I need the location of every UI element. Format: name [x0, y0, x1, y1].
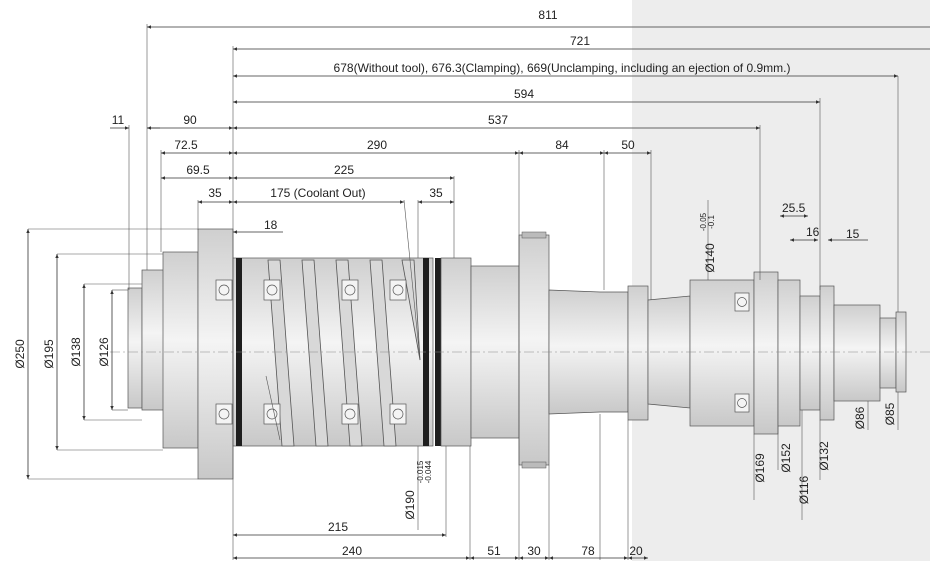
- dim-175-coolant-out: 175 (Coolant Out): [270, 186, 365, 200]
- dia-152: Ø152: [779, 443, 793, 473]
- dim-537: 537: [488, 113, 508, 127]
- rear-flange: [162, 251, 199, 449]
- dim-811: 811: [538, 8, 557, 22]
- bearing-symbols: [215, 279, 407, 425]
- dia-190-tol-lower: -0.044: [424, 460, 433, 483]
- dim-72-5: 72.5: [174, 138, 198, 152]
- dim-25-5: 25.5: [782, 201, 806, 215]
- dia-190: Ø190: [403, 490, 417, 520]
- coolant-spiral: [267, 259, 421, 447]
- dim-51: 51: [487, 544, 501, 558]
- dim-16: 16: [806, 225, 820, 239]
- rear-flange-169: [753, 271, 779, 435]
- dim-721: 721: [570, 34, 590, 48]
- dim-90: 90: [183, 113, 197, 127]
- rear-ring-132: [819, 285, 835, 421]
- dia-250: Ø250: [13, 339, 27, 369]
- dia-190-tol-upper: -0.015: [416, 460, 425, 483]
- dim-678-tool-note: 678(Without tool), 676.3(Clamping), 669(…: [334, 61, 791, 75]
- dia-140: Ø140: [703, 243, 717, 273]
- dia-169: Ø169: [753, 453, 767, 483]
- dim-215: 215: [328, 520, 348, 534]
- rear-plate: [141, 269, 165, 411]
- dia-86: Ø86: [853, 406, 867, 429]
- dia-85: Ø85: [883, 402, 897, 425]
- dim-11: 11: [112, 113, 125, 127]
- rotary-joint: [879, 317, 897, 389]
- shaft-collar: [627, 285, 649, 421]
- dim-594: 594: [514, 87, 534, 101]
- flange-teeth-top: [521, 231, 547, 239]
- dim-240: 240: [342, 544, 362, 558]
- diameter-lines: [26, 199, 899, 530]
- dim-84: 84: [555, 138, 569, 152]
- dim-35-left: 35: [208, 186, 222, 200]
- dim-225: 225: [334, 163, 354, 177]
- spindle-body: [110, 228, 930, 480]
- dim-20: 20: [629, 544, 643, 558]
- rear-shaft: [833, 304, 881, 402]
- dim-30: 30: [527, 544, 541, 558]
- dim-69-5: 69.5: [186, 163, 210, 177]
- rear-ring-152: [777, 279, 801, 427]
- dia-132: Ø132: [817, 441, 831, 471]
- dia-195: Ø195: [42, 339, 56, 369]
- extension-lines: [128, 24, 899, 560]
- dimension-lines: [110, 25, 930, 560]
- dia-126: Ø126: [97, 337, 111, 367]
- dia-140-tol-upper: -0.05: [699, 212, 708, 231]
- mounting-flange: [518, 234, 550, 466]
- front-flange-250: [197, 228, 234, 480]
- dim-290: 290: [367, 138, 387, 152]
- rear-cap: [127, 287, 143, 409]
- dia-138: Ø138: [69, 337, 83, 367]
- dim-78: 78: [581, 544, 595, 558]
- dia-140-tol-lower: -0.1: [707, 215, 716, 229]
- dim-35-right: 35: [429, 186, 443, 200]
- rear-ring-116: [799, 295, 821, 411]
- dia-116: Ø116: [797, 475, 811, 504]
- dim-18: 18: [264, 218, 278, 232]
- dim-50: 50: [621, 138, 635, 152]
- dim-15: 15: [846, 227, 860, 241]
- flange-teeth-bottom: [521, 461, 547, 469]
